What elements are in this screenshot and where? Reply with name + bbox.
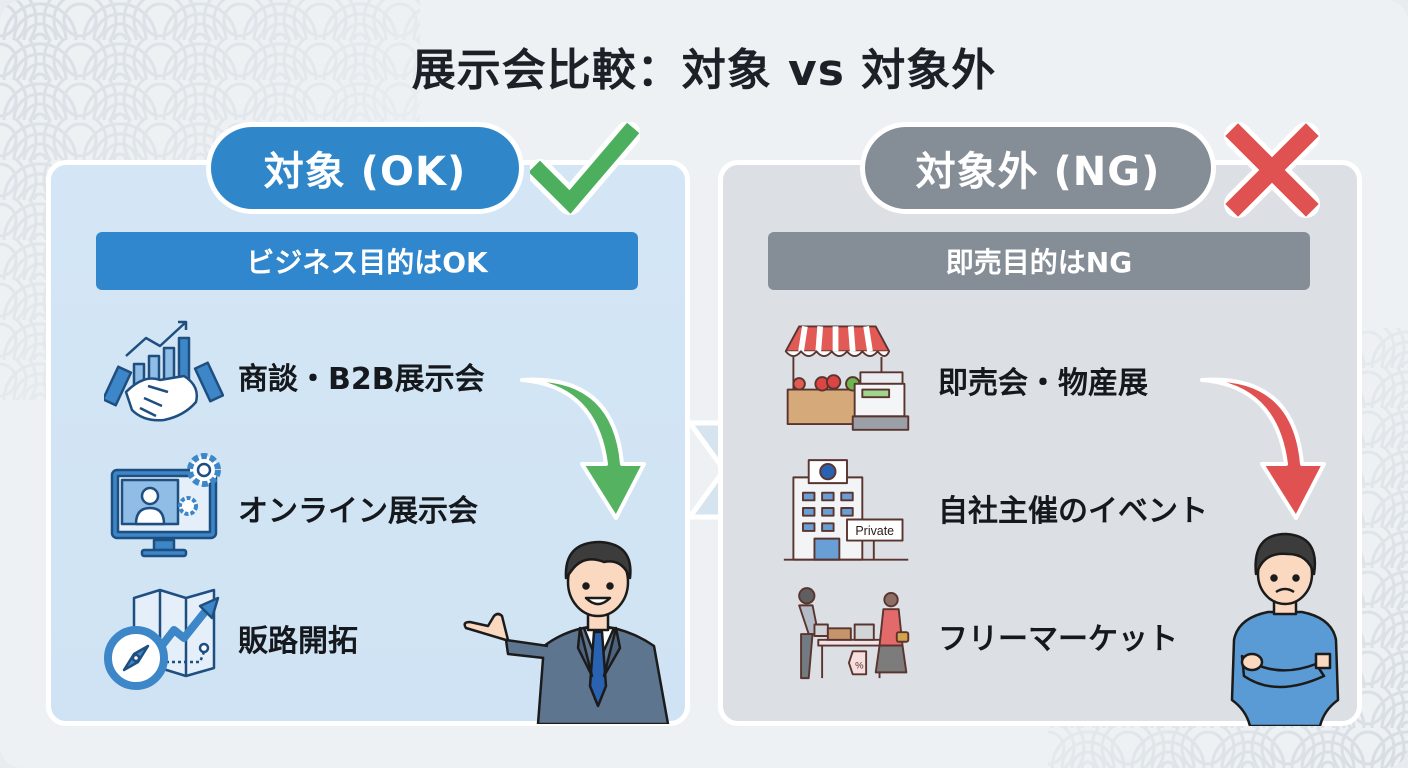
list-item-ok-3: 販路開拓 — [104, 578, 358, 698]
item-label: オンライン展示会 — [238, 494, 478, 529]
page-title: 展示会比較：対象 vs 対象外 — [411, 45, 997, 96]
check-mark-icon — [530, 122, 640, 215]
private-building-icon: Private — [783, 459, 909, 561]
item-label: 自社主催のイベント — [938, 494, 1208, 529]
flea-market-icon: % — [798, 587, 910, 680]
handshake-growth-icon — [104, 320, 224, 422]
market-stall-register-icon — [784, 325, 910, 431]
item-label: 販路開拓 — [238, 624, 358, 659]
badge-ng: 対象外 (NG) — [860, 122, 1216, 214]
list-item-ng-3: % フリーマーケット — [780, 576, 1178, 696]
list-item-ok-2: オンライン展示会 — [104, 448, 478, 568]
list-item-ng-1: 即売会・物産展 — [780, 320, 1148, 440]
smiling-businessman-illustration — [463, 540, 670, 724]
subtitle-ok: ビジネス目的はOK — [96, 232, 638, 290]
item-label: フリーマーケット — [938, 622, 1178, 657]
list-item-ok-1: 商談・B2B展示会 — [104, 316, 485, 436]
worried-man-illustration — [1230, 532, 1340, 726]
svg-text:%: % — [855, 661, 864, 672]
item-label: 商談・B2B展示会 — [238, 362, 485, 397]
monitor-gear-icon — [110, 453, 221, 558]
compass-map-icon — [104, 588, 220, 690]
list-item-ng-2: Private 自社主催のイベント — [780, 448, 1208, 568]
curved-arrow-down-green-icon — [520, 377, 646, 520]
subtitle-ng: 即売目的はNG — [768, 232, 1310, 290]
cross-mark-icon — [1224, 122, 1320, 218]
curved-arrow-down-red-icon — [1200, 377, 1326, 520]
item-label: 即売会・物産展 — [938, 366, 1148, 401]
badge-ok: 対象 (OK) — [206, 122, 524, 214]
svg-text:Private: Private — [855, 524, 894, 538]
